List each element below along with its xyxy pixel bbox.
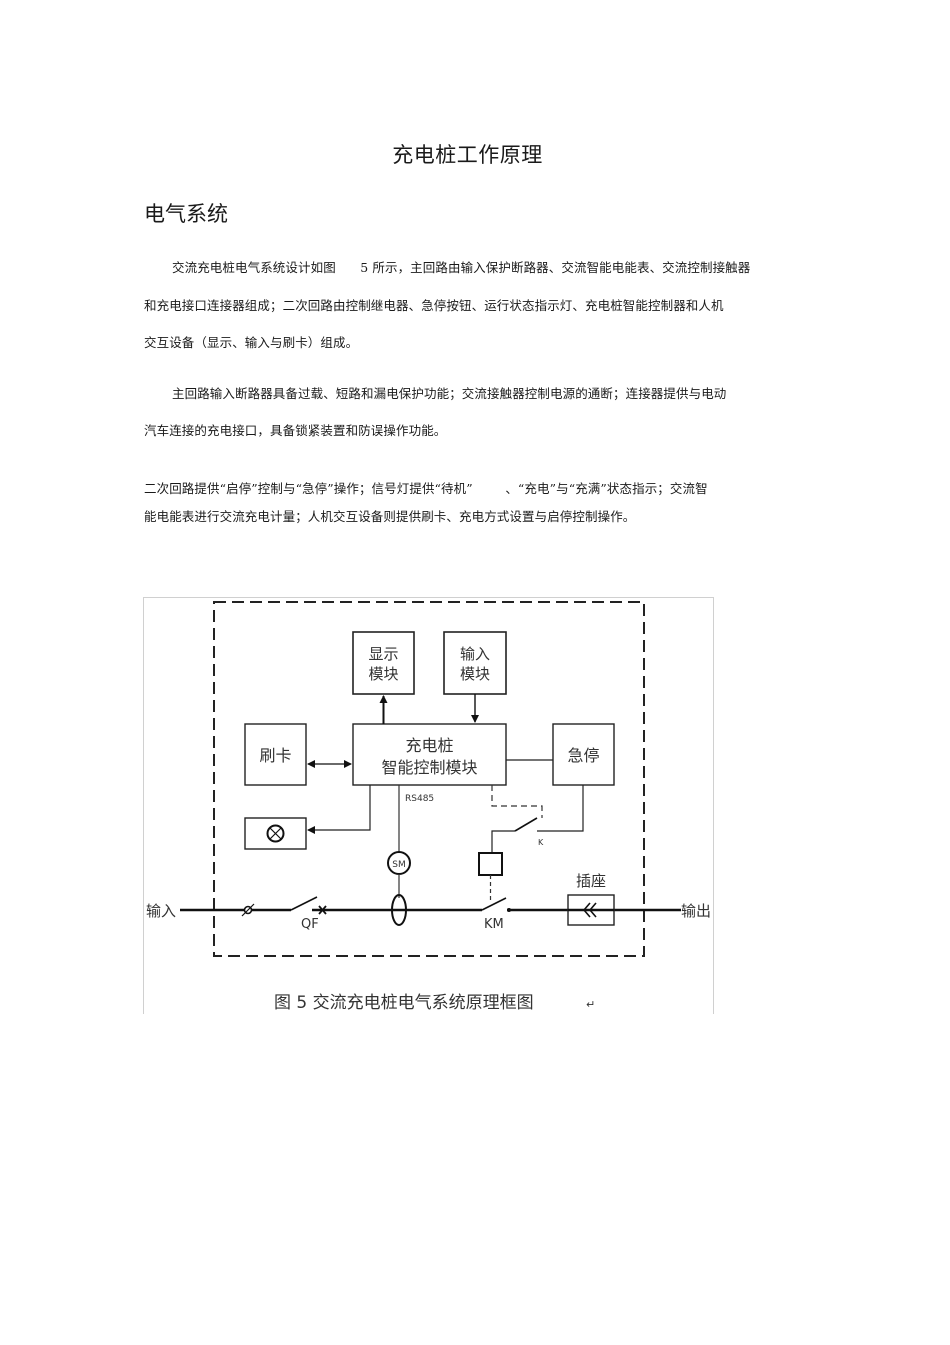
- paragraph-line: 和充电接口连接器组成；二次回路由控制继电器、急停按钮、运行状态指示灯、充电桩智能…: [144, 298, 724, 313]
- paragraph-line: 汽车连接的充电接口，具备锁紧装置和防误操作功能。: [144, 423, 447, 438]
- input-label: 输入: [146, 902, 176, 920]
- breaker-label: QF: [301, 917, 319, 932]
- paragraph-line: 主回路输入断路器具备过载、短路和漏电保护功能；交流接触器控制电源的通断；连接器提…: [172, 386, 727, 401]
- lamp-icon: [266, 824, 285, 843]
- controller-block: 充电桩 智能控制模块: [352, 723, 507, 786]
- input-module-block: 输入 模块: [443, 631, 507, 695]
- contactor-coil: [478, 852, 503, 876]
- paragraph-line: 交互设备（显示、输入与刷卡）组成。: [144, 335, 359, 350]
- display-module-label: 模块: [368, 665, 398, 683]
- input-module-label: 模块: [460, 665, 490, 683]
- emergency-stop-label: 急停: [567, 746, 599, 765]
- figure-caption: 图 5 交流充电桩电气系统原理框图: [274, 993, 534, 1013]
- socket-block: 插座: [567, 872, 615, 926]
- controller-label: 智能控制模块: [381, 758, 477, 777]
- smart-meter-symbol: SM: [387, 851, 411, 875]
- section-heading: 电气系统: [144, 202, 228, 226]
- paragraph-line: 交流充电桩电气系统设计如图 5 所示，主回路由输入保护断路器、交流智能电能表、交…: [172, 260, 751, 275]
- output-label: 输出: [681, 902, 711, 920]
- caption-paragraph-mark: ↵: [586, 998, 595, 1011]
- contactor-km-symbol: KM: [481, 897, 511, 932]
- breaker-qf-symbol: QF: [290, 896, 327, 932]
- display-module-label: 显示: [368, 645, 398, 663]
- electrical-system-diagram: 显示 模块 输入 模块 刷卡 充电桩 智能控制模块 急停: [143, 597, 714, 1014]
- relay-control-dashed: [491, 785, 543, 818]
- meter-label: SM: [392, 860, 405, 870]
- controller-to-lamp-arrow: [307, 785, 371, 834]
- display-module-block: 显示 模块: [352, 631, 415, 695]
- relay-contact-k: [491, 830, 515, 862]
- enclosure-boundary: [213, 601, 645, 957]
- indicator-lamp-block: [244, 817, 307, 850]
- contactor-label: KM: [484, 917, 504, 932]
- card-reader-block: 刷卡: [244, 723, 307, 786]
- rs485-label: RS485: [405, 794, 434, 804]
- current-transformer: [391, 894, 407, 926]
- relay-k-label: K: [538, 838, 544, 847]
- paragraph-line: 二次回路提供“启停”控制与“急停”操作；信号灯提供“待机” 、“充电”与“充满”…: [144, 481, 708, 496]
- card-reader-label: 刷卡: [259, 746, 291, 765]
- paragraph-line: 能电能表进行交流充电计量；人机交互设备则提供刷卡、充电方式设置与启停控制操作。: [144, 509, 636, 524]
- input-module-label: 输入: [460, 645, 490, 663]
- controller-label: 充电桩: [405, 736, 453, 755]
- document-title: 充电桩工作原理: [392, 143, 543, 167]
- emergency-stop-block: 急停: [552, 723, 615, 786]
- socket-label: 插座: [576, 872, 606, 890]
